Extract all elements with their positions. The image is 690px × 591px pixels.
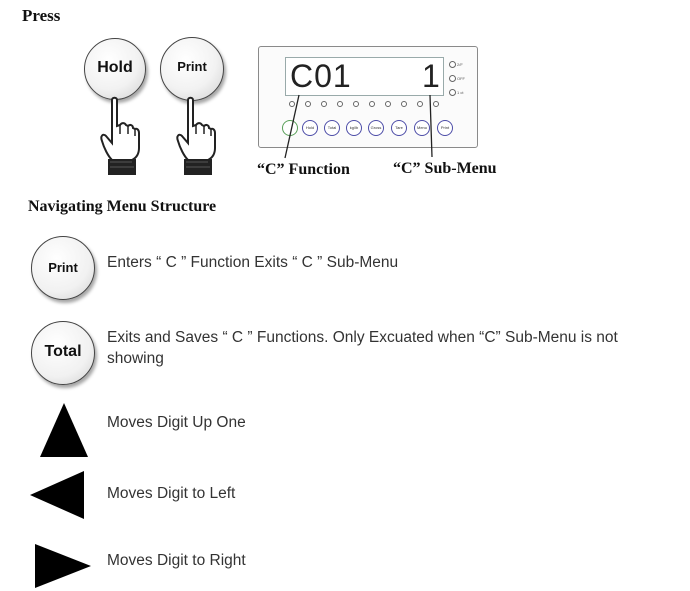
print-description: Enters “ C ” Function Exits “ C ” Sub-Me… [107,254,399,271]
print-button-icon: Print [31,236,95,300]
keypad-key-total: Total [324,120,340,136]
print-button-label: Print [177,59,207,74]
print-button-icon-label: Print [48,260,78,275]
annunciator-led [321,101,327,107]
up-arrow-description: Moves Digit Up One [107,414,246,431]
display-function-code: C01 [290,58,352,94]
keypad-key-gross: Gross [368,120,384,136]
annunciator-led [337,101,343,107]
total-button-icon-label: Total [44,343,82,360]
status-indicator-label: 2/F [457,62,463,67]
annunciator-led [433,101,439,107]
callout-lines [284,94,433,159]
up-arrow-icon [40,403,88,457]
annunciator-led [305,101,311,107]
total-description: Exits and Saves “ C ” Functions. Only Ex… [107,329,618,367]
annunciator-led [401,101,407,107]
annunciator-led [369,101,375,107]
keypad-key-print: Print [437,120,453,136]
left-arrow-description: Moves Digit to Left [107,485,236,502]
navigation-heading: Navigating Menu Structure [28,198,217,215]
total-button-icon: Total [31,321,95,385]
pressing-hand-icon [100,96,140,175]
pressing-hand-icon [176,96,216,175]
function-label: “C” Function [257,161,350,178]
annunciator-led [353,101,359,107]
left-arrow-icon [30,471,84,519]
right-arrow-description: Moves Digit to Right [107,552,246,569]
annunciator-led [385,101,391,107]
press-heading: Press [22,6,61,25]
submenu-label: “C” Sub-Menu [393,160,497,177]
status-indicator-label: 1 ct [457,90,464,95]
status-indicator-label: OFF [457,76,465,81]
annunciator-led [417,101,423,107]
hold-button-label: Hold [97,59,133,76]
keypad-key-menu: Menu [414,120,430,136]
keypad-key-units: kg/lb [346,120,362,136]
display-submenu-value: 1 [422,58,440,94]
keypad-key-tare: Tare [391,120,407,136]
annunciator-led [289,101,295,107]
right-arrow-icon [35,544,91,588]
status-indicator-led [449,89,456,96]
status-indicator-led [449,61,456,68]
status-indicator-led [449,75,456,82]
lcd-display [285,57,444,96]
keypad-key-hold: Hold [302,120,318,136]
